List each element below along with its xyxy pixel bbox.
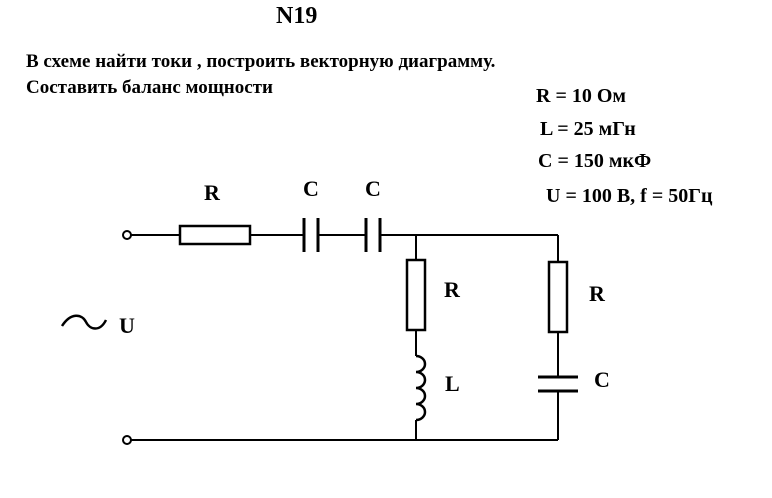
param-inductance: L = 25 мГн [540,118,636,140]
label-source-u: U [119,313,135,338]
param-capacitance: C = 150 мкФ [538,150,652,172]
label-l-branch-1: L [445,371,460,396]
task-text-line-1: В схеме найти токи , построить векторную… [26,51,496,72]
problem-number: N19 [276,3,318,29]
param-voltage-frequency: U = 100 В, f = 50Гц [546,185,713,207]
task-text-line-2: Составить баланс мощности [26,77,273,98]
label-c-series-2: C [365,176,381,201]
label-c-series-1: C [303,176,319,201]
resistor-series [178,224,252,246]
resistor-branch-1 [405,258,427,332]
label-r-branch-2: R [589,281,606,306]
param-resistance: R = 10 Ом [536,85,627,107]
input-terminal-top [122,230,132,240]
inductor-branch-1 [415,354,427,422]
label-r-series: R [204,180,221,205]
ac-source-icon [60,314,108,330]
input-terminal-bottom [122,435,132,445]
resistor-branch-2 [547,260,569,334]
label-c-branch-2: C [594,367,610,392]
label-r-branch-1: R [444,277,461,302]
